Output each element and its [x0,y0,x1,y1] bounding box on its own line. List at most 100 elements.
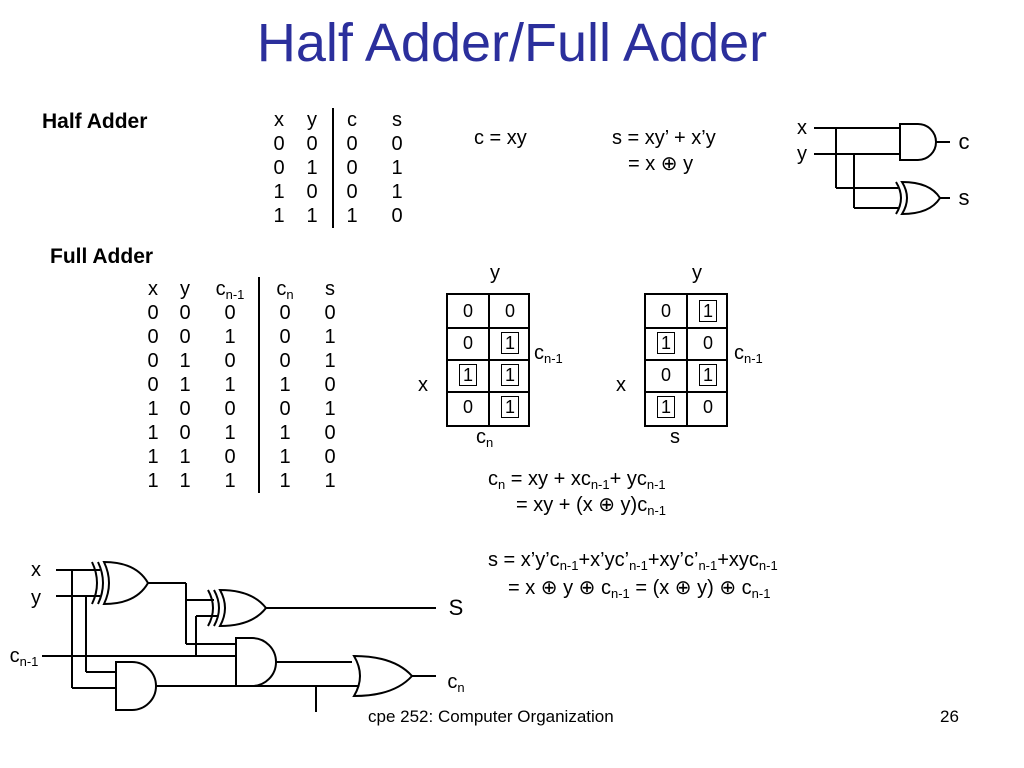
fa-header-cin: cn-1 [215,278,245,302]
xor2-arc [213,589,220,627]
ha-header-y: y [307,109,317,131]
cell: 0 [258,397,310,421]
cell: 1 [306,157,318,179]
cell: 0 [258,325,310,349]
kmap-cn-label-cn: cn [476,426,494,450]
cell: 1 [179,470,191,492]
fa-sum-equation-1: s = x’y’cn-1+x’yc’n-1+xy’c’n-1+xycn-1 [488,549,778,573]
cell: 0 [147,302,159,324]
fa-input-y: y [31,587,41,609]
cell: 0 [306,133,318,155]
kmap-cell: 1 [490,327,530,359]
full-adder-label: Full Adder [50,245,154,268]
xor1-gate [102,560,150,606]
fa-carry-equation-2: = xy + (x ⊕ y)cn-1 [516,494,667,518]
fa-header-s: s [325,278,335,300]
cell: 0 [332,180,370,204]
footer-course: cpe 252: Computer Organization [368,707,614,726]
kmap-cell: 0 [462,301,473,321]
kmap-cell: 1 [688,359,728,391]
cell: 1 [391,157,403,179]
cell: 0 [179,422,191,444]
kmap-cell: 1 [646,391,686,423]
fa-input-cin: cn-1 [10,645,39,669]
cell: 1 [224,422,236,444]
cell: 0 [224,302,236,324]
cell: 0 [224,350,236,372]
kmap-s-label-x: x [616,374,626,396]
cell: 1 [273,205,285,227]
cell: 0 [147,374,159,396]
fa-sum-equation-2: = x ⊕ y ⊕ cn-1 = (x ⊕ y) ⊕ cn-1 [508,577,771,601]
and-gate [899,123,937,161]
ha-header-c: c [332,108,370,132]
ha-header-x: x [274,109,284,131]
cell: 0 [224,446,236,468]
cell: 0 [391,133,403,155]
cell: 1 [147,422,159,444]
cell: 1 [273,181,285,203]
cell: 0 [306,181,318,203]
cell: 1 [224,326,236,348]
cell: 1 [258,469,310,493]
kmap-cell: 0 [660,365,671,385]
ha-input-y: y [797,143,807,165]
cell: 0 [273,157,285,179]
xor-input-arc [895,181,902,215]
cell: 1 [147,470,159,492]
ha-header-s: s [392,109,402,131]
xor2-gate [218,588,268,628]
cell: 1 [147,398,159,420]
cell: 1 [332,204,370,228]
cell: 0 [147,350,159,372]
cell: 0 [391,205,403,227]
xor2-arc-outer [207,589,214,627]
and1-gate [115,661,157,711]
kmap-cn-label-y: y [490,262,500,284]
kmap-cn-label-cin: cn-1 [534,342,563,366]
kmap-cell: 1 [490,391,530,423]
page-number: 26 [940,707,959,726]
cell: 0 [324,446,336,468]
xor-gate [900,180,942,216]
kmap-cell: 0 [660,301,671,321]
kmap-cell: 0 [462,397,473,417]
ha-output-c: c [959,129,970,154]
ha-sum-equation: s = xy’ + x’y [612,127,716,149]
ha-input-x: x [797,117,807,139]
cell: 1 [179,374,191,396]
cell: 0 [179,302,191,324]
or-gate [352,654,414,698]
cell: 1 [391,181,403,203]
fa-input-x: x [31,559,41,581]
cell: 1 [179,350,191,372]
and2-gate [235,637,277,687]
kmap-cell: 0 [462,333,473,353]
kmap-cell: 1 [448,359,488,391]
cell: 1 [324,350,336,372]
half-adder-circuit: x y c s [797,117,970,216]
kmap-s-label-y: y [692,262,702,284]
fa-header-cout: cn [258,277,310,301]
slide-title: Half Adder/Full Adder [256,13,768,73]
ha-carry-equation: c = xy [474,127,527,149]
kmap-cn-label-x: x [418,374,428,396]
cell: 0 [273,133,285,155]
cell: 1 [258,445,310,469]
cell: 1 [306,205,318,227]
kmap-cell: 0 [702,333,713,353]
cell: 1 [258,421,310,445]
cell: 0 [224,398,236,420]
cell: 0 [258,301,310,325]
